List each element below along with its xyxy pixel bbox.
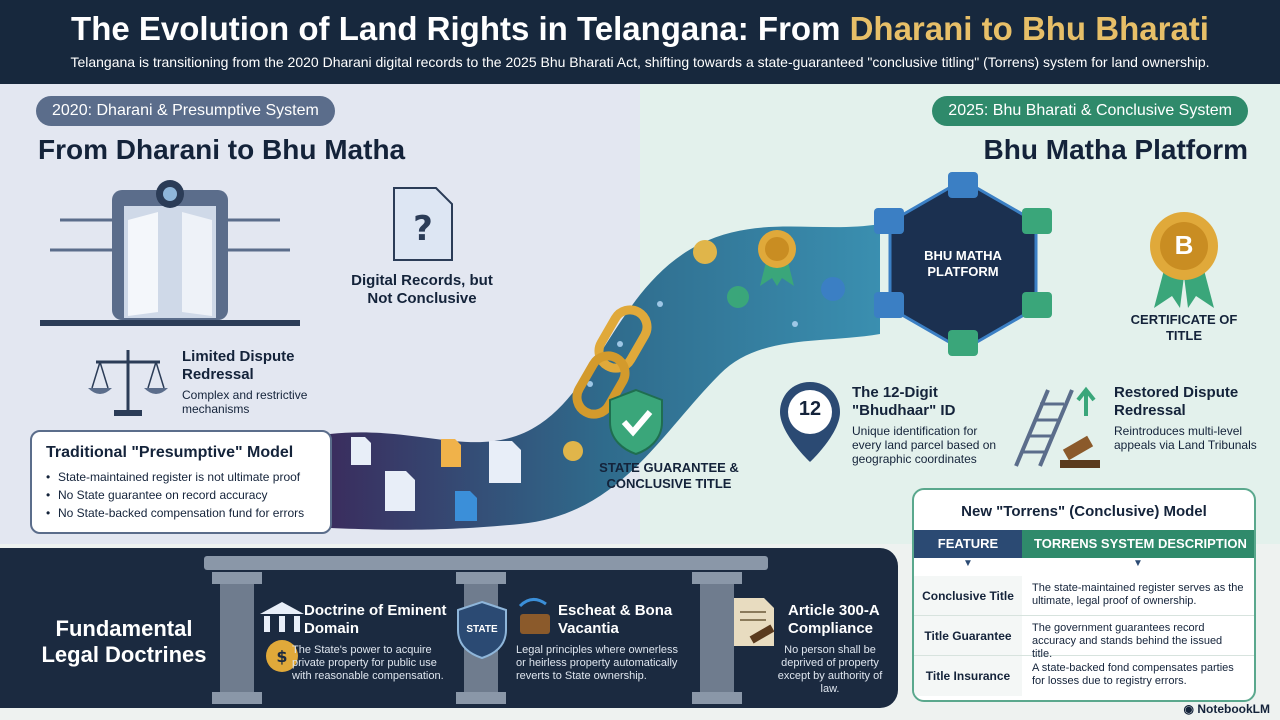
shield-check-icon bbox=[609, 388, 663, 456]
building-money-icon: $ bbox=[260, 602, 304, 672]
torrens-model-card: New "Torrens" (Conclusive) Model FEATURE… bbox=[912, 488, 1256, 702]
brand-label: NotebookLM bbox=[1197, 702, 1270, 716]
feature-cell: Title Guarantee bbox=[914, 616, 1022, 655]
doctrines-title: Fundamental Legal Doctrines bbox=[41, 616, 207, 667]
token-icon bbox=[821, 277, 845, 301]
bhu-matha-hub-icon bbox=[874, 172, 1052, 356]
left-heading: From Dharani to Bhu Matha bbox=[38, 134, 406, 165]
chevron-down-icon: ▼ bbox=[1133, 558, 1143, 569]
presumptive-title: Traditional "Presumptive" Model bbox=[46, 444, 294, 461]
description-cell: The government guarantees record accurac… bbox=[1032, 622, 1223, 660]
document-icon bbox=[351, 437, 371, 465]
question-document-icon: ? bbox=[393, 187, 453, 261]
header-banner bbox=[0, 0, 1280, 84]
description-cell: A state-backed fond compensates parties … bbox=[1032, 662, 1234, 687]
document-icon bbox=[489, 441, 521, 483]
document-gavel-icon bbox=[734, 598, 775, 646]
document-icon bbox=[385, 471, 415, 511]
state-shield-icon bbox=[457, 600, 507, 660]
restored-dispute-title: Restored Dispute Redressal bbox=[1114, 384, 1239, 419]
bhudhaar-body: Unique identification for every land par… bbox=[852, 424, 997, 466]
restored-dispute-body: Reintroduces multi-level appeals via Lan… bbox=[1114, 424, 1257, 452]
transition-path bbox=[330, 224, 880, 530]
certificate-seal-icon bbox=[1150, 212, 1218, 308]
document-icon bbox=[441, 439, 461, 467]
doctrine-title: Escheat & Bona Vacantia bbox=[558, 602, 673, 637]
certificate-label: CERTIFICATE OF TITLE bbox=[1130, 312, 1238, 343]
torrens-table-header: FEATURE TORRENS SYSTEM DESCRIPTION bbox=[914, 530, 1254, 558]
ladder-gavel-icon bbox=[1014, 386, 1100, 468]
col-description: TORRENS SYSTEM DESCRIPTION bbox=[1022, 530, 1254, 558]
id-number: 12 bbox=[798, 398, 822, 420]
bhudhaar-title: The 12-Digit "Bhudhaar" ID bbox=[852, 384, 956, 419]
limited-dispute-title: Limited Dispute Redressal bbox=[182, 348, 295, 383]
presumptive-model-box: Traditional "Presumptive" Model State-ma… bbox=[30, 430, 332, 534]
doctrine-body: The State's power to acquire private pro… bbox=[292, 644, 444, 682]
document-icon bbox=[455, 491, 477, 521]
dharani-gate-icon bbox=[40, 180, 300, 326]
page-subtitle: Telangana is transitioning from the 2020… bbox=[70, 54, 1210, 70]
limited-dispute-body: Complex and restrictive mechanisms bbox=[182, 388, 308, 416]
title-main: The Evolution of Land Rights in Telangan… bbox=[71, 10, 850, 47]
state-guarantee-label: STATE GUARANTEE & CONCLUSIVE TITLE bbox=[599, 460, 739, 491]
coin-icon bbox=[693, 240, 717, 264]
scales-icon bbox=[88, 350, 168, 416]
right-heading: Bhu Matha Platform bbox=[983, 134, 1248, 165]
badge-icon bbox=[758, 230, 796, 286]
presumptive-item: No State-backed compensation fund for er… bbox=[46, 504, 316, 522]
state-shield-label: STATE bbox=[466, 624, 498, 635]
coin-icon bbox=[563, 441, 583, 461]
pillar-beam bbox=[204, 556, 768, 570]
era-pill-2025: 2025: Bhu Bharati & Conclusive System bbox=[932, 96, 1248, 126]
doctrine-body: No person shall be deprived of property … bbox=[777, 644, 883, 695]
certificate-letter: B bbox=[1174, 230, 1194, 260]
feature-cell: Title Insurance bbox=[914, 656, 1022, 696]
table-row: Title Insurance A state-backed fond comp… bbox=[914, 656, 1254, 696]
doctrine-title: Doctrine of Eminent Domain bbox=[304, 602, 447, 637]
arrow-chest-icon bbox=[518, 598, 550, 634]
era-pill-2020: 2020: Dharani & Presumptive System bbox=[36, 96, 335, 126]
chain-link-icon bbox=[572, 305, 652, 419]
description-cell: The state-maintained register serves as … bbox=[1032, 582, 1244, 607]
feature-cell: Conclusive Title bbox=[914, 576, 1022, 615]
location-pin-icon bbox=[780, 382, 840, 462]
pillar-icon bbox=[692, 572, 742, 704]
token-icon bbox=[727, 286, 749, 308]
col-feature: FEATURE bbox=[914, 530, 1022, 558]
doctrine-title: Article 300-A Compliance bbox=[788, 602, 880, 637]
torrens-title: New "Torrens" (Conclusive) Model bbox=[961, 503, 1207, 520]
svg-text:?: ? bbox=[413, 209, 433, 249]
doctrine-body: Legal principles where ownerless or heir… bbox=[516, 644, 679, 682]
hub-label: BHU MATHA PLATFORM bbox=[924, 248, 1002, 279]
header-arrows: ▼ ▼ bbox=[914, 558, 1254, 576]
presumptive-item: No State guarantee on record accuracy bbox=[46, 486, 316, 504]
svg-text:$: $ bbox=[276, 647, 287, 666]
table-row: Title Guarantee The government guarantee… bbox=[914, 616, 1254, 660]
title-highlight: Dharani to Bhu Bharati bbox=[849, 10, 1209, 47]
table-row: Conclusive Title The state-maintained re… bbox=[914, 576, 1254, 616]
notebooklm-brand: ◉ NotebookLM bbox=[1184, 702, 1270, 716]
chevron-down-icon: ▼ bbox=[963, 558, 973, 569]
presumptive-list: State-maintained register is not ultimat… bbox=[46, 468, 316, 522]
digital-records-label: Digital Records, but Not Conclusive bbox=[351, 272, 493, 307]
page-title: The Evolution of Land Rights in Telangan… bbox=[0, 10, 1280, 48]
notebooklm-logo-icon: ◉ bbox=[1183, 702, 1198, 716]
presumptive-item: State-maintained register is not ultimat… bbox=[46, 468, 316, 486]
pillar-icon bbox=[212, 572, 262, 704]
